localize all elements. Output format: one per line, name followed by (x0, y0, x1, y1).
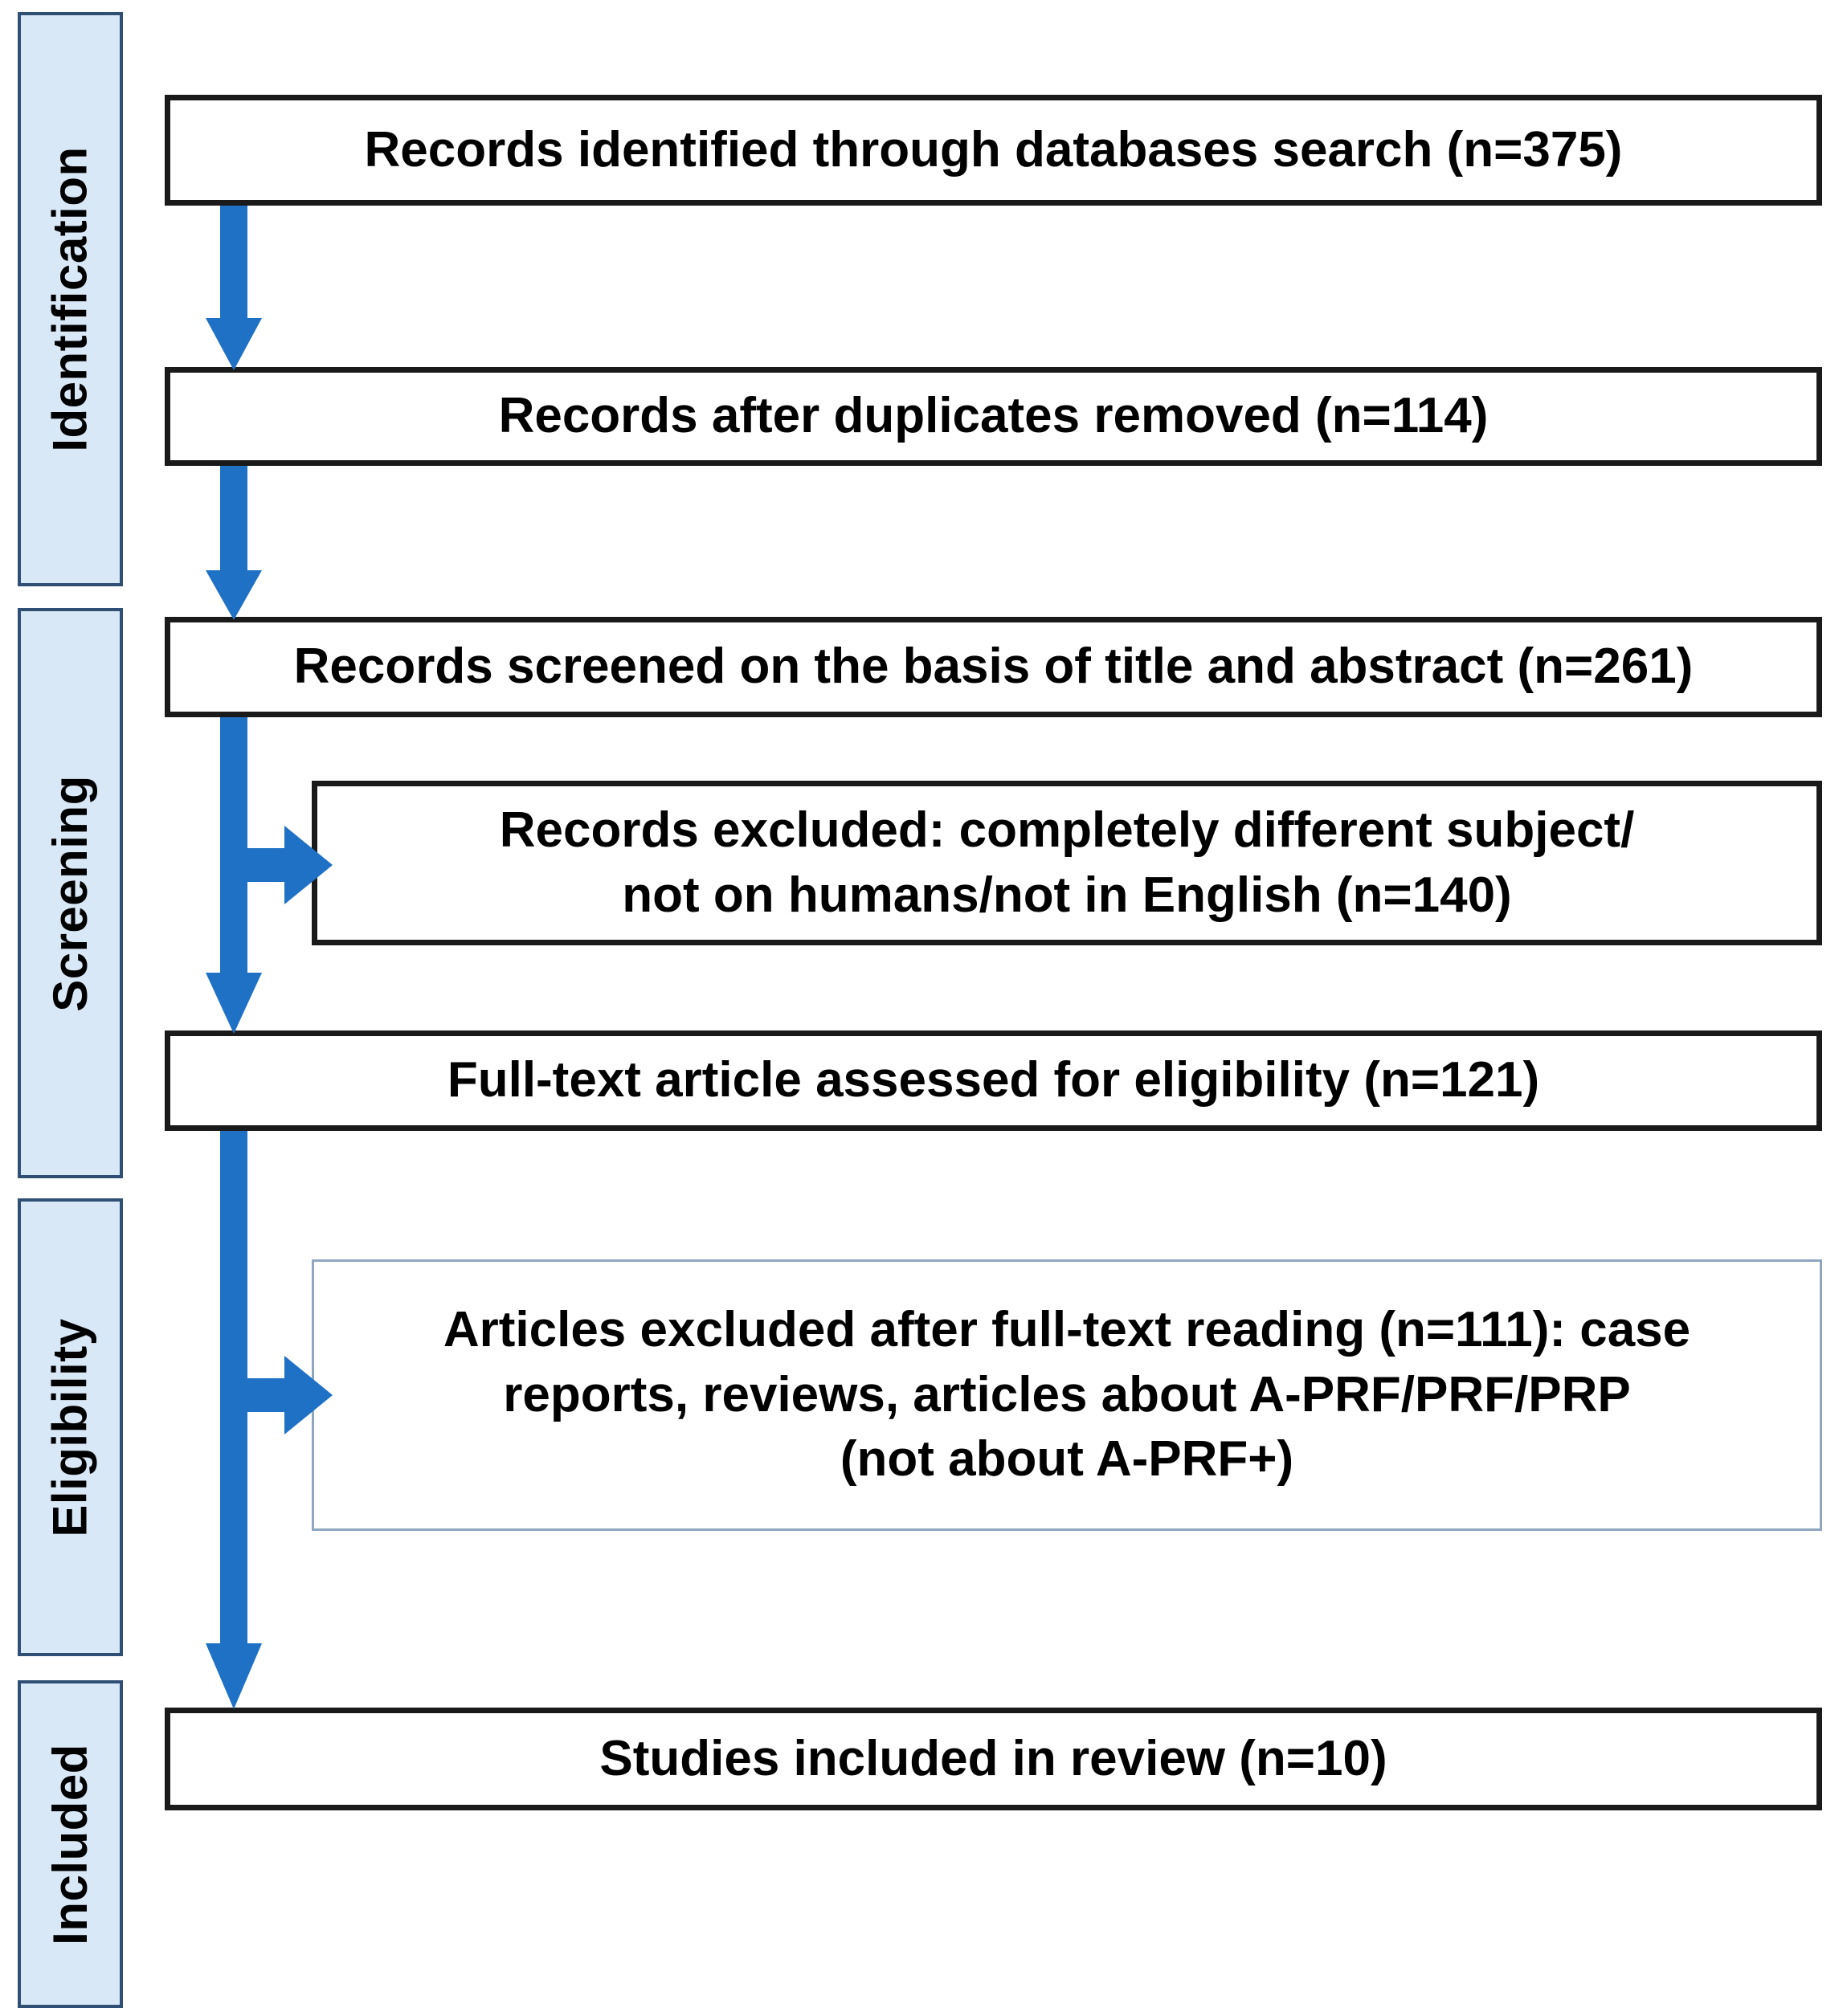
box-duplicates-removed-text: Records after duplicates removed (n=114) (498, 388, 1489, 444)
box-articles-excluded: Articles excluded after full-text readin… (312, 1259, 1822, 1531)
box-records-identified-text: Records identified through databases sea… (364, 121, 1623, 178)
stage-label-screening: Screening (43, 774, 98, 1012)
box-records-screened-text: Records screened on the basis of title a… (293, 639, 1694, 695)
box-fulltext-assessed-text: Full-text article assessed for eligibili… (447, 1052, 1540, 1108)
arrow-duplicates-to-screened (206, 466, 262, 620)
box-duplicates-removed: Records after duplicates removed (n=114) (165, 367, 1822, 466)
stage-box-identification: Identification (18, 12, 123, 586)
stage-box-screening: Screening (18, 608, 123, 1178)
arrow-fulltext-to-excluded (220, 1356, 333, 1434)
arrow-screened-to-excluded (220, 826, 333, 904)
box-fulltext-assessed: Full-text article assessed for eligibili… (165, 1030, 1822, 1131)
box-records-identified: Records identified through databases sea… (165, 95, 1822, 206)
stage-box-eligibility: Eligibility (18, 1198, 123, 1656)
stage-label-identification: Identification (43, 146, 97, 452)
arrow-identified-to-duplicates (206, 206, 262, 370)
box-records-excluded-text: Records excluded: completely different s… (499, 802, 1635, 923)
box-records-screened: Records screened on the basis of title a… (165, 617, 1822, 717)
box-studies-included: Studies included in review (n=10) (165, 1708, 1822, 1810)
box-articles-excluded-text: Articles excluded after full-text readin… (443, 1302, 1691, 1488)
box-studies-included-text: Studies included in review (n=10) (599, 1730, 1387, 1786)
stage-label-eligibility: Eligibility (43, 1317, 98, 1537)
stage-box-included: Included (18, 1680, 123, 2008)
stage-label-included: Included (43, 1743, 97, 1945)
box-records-excluded: Records excluded: completely different s… (312, 781, 1822, 945)
